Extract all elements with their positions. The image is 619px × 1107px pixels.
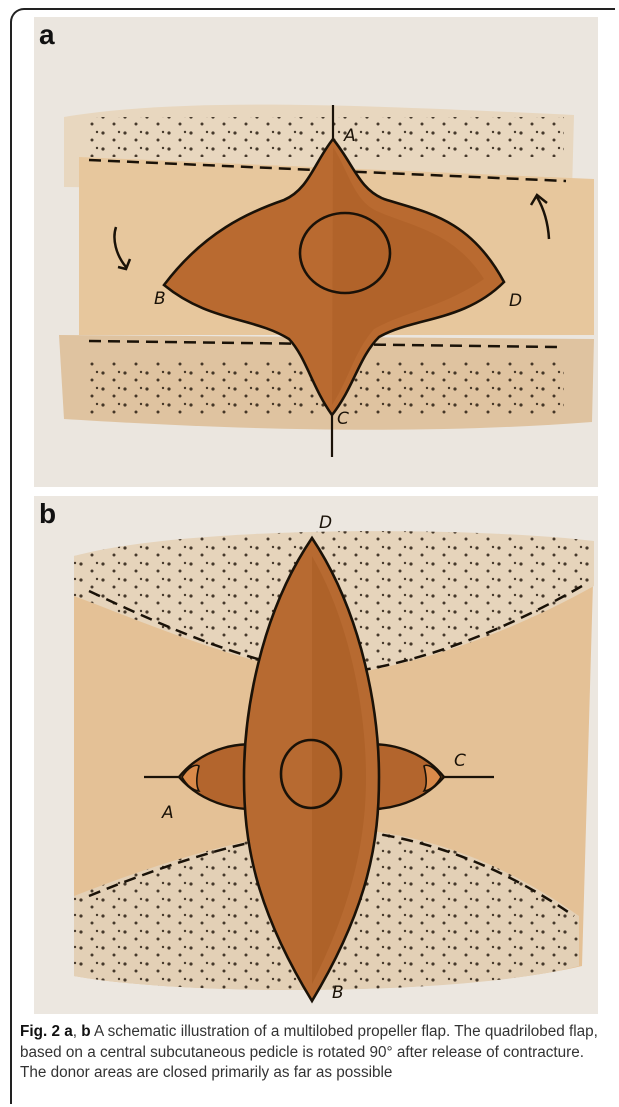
label-b: B xyxy=(332,983,344,1003)
caption-panel-b: b xyxy=(81,1023,90,1040)
label-d: D xyxy=(509,291,522,311)
label-c: C xyxy=(454,751,466,771)
label-a: A xyxy=(161,803,174,823)
label-c: C xyxy=(337,409,349,429)
figure-caption: Fig. 2 a, b A schematic illustration of … xyxy=(20,1022,614,1084)
panel-a-drawing: A B C D xyxy=(34,17,598,487)
panel-b-letter: b xyxy=(39,498,56,530)
caption-fig-label: Fig. 2 xyxy=(20,1023,60,1040)
panel-a-illustration: A B C D a xyxy=(34,17,598,487)
panel-b-drawing: D A C B xyxy=(34,496,598,1014)
label-a: A xyxy=(343,126,356,146)
label-d: D xyxy=(319,513,332,533)
panel-b-illustration: D A C B b xyxy=(34,496,598,1014)
label-b: B xyxy=(154,289,166,309)
panel-a-letter: a xyxy=(39,19,55,51)
caption-text: A schematic illustration of a multilobed… xyxy=(20,1023,598,1081)
caption-panel-a: a xyxy=(64,1023,73,1040)
caption-separator: , xyxy=(73,1023,82,1040)
